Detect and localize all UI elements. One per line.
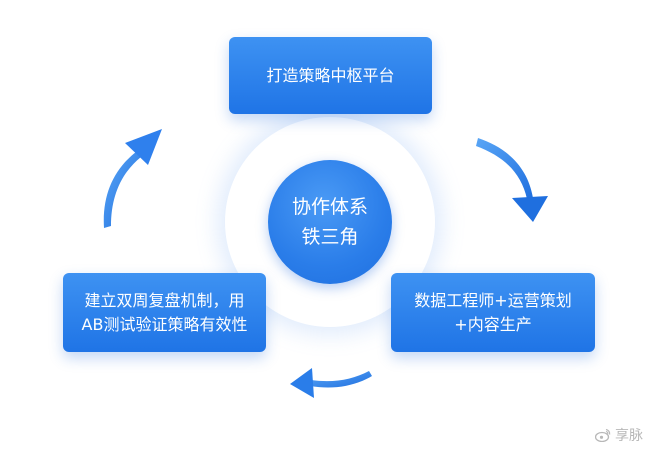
right-box: 数据工程师+运营策划 +内容生产 [391, 273, 595, 352]
watermark-text: 享脉 [615, 428, 643, 444]
right-box-line-1: 数据工程师+运营策划 [414, 290, 572, 310]
arrow-top-to-right [476, 138, 548, 222]
top-box-label: 打造策略中枢平台 [266, 65, 395, 85]
watermark: 享脉 [595, 425, 643, 445]
center-line-1: 协作体系 [291, 196, 368, 218]
center-circle: 协作体系 铁三角 [268, 160, 392, 284]
center-line-2: 铁三角 [301, 226, 359, 248]
arrow-right-to-left [290, 368, 372, 398]
left-box: 建立双周复盘机制，用 AB测试验证策略有效性 [63, 273, 266, 352]
arrow-left-to-top [103, 129, 162, 228]
left-box-line-2: AB测试验证策略有效性 [81, 314, 248, 334]
right-box-line-2: +内容生产 [454, 314, 532, 334]
top-box: 打造策略中枢平台 [229, 37, 432, 114]
left-box-line-1: 建立双周复盘机制，用 [84, 290, 245, 310]
weibo-icon [595, 428, 611, 442]
